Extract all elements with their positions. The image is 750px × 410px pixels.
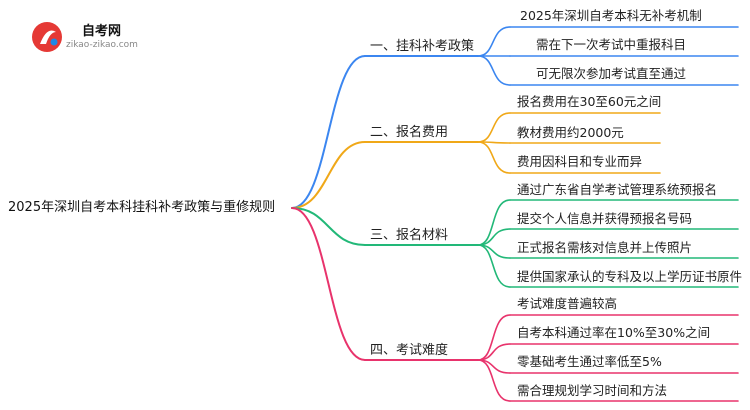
- connector-root-to-materials: [291, 207, 366, 246]
- leaf-materials-1: 通过广东省自学考试管理系统预报名: [517, 182, 718, 197]
- leaf-materials-4: 提供国家承认的专科及以上学历证书原件: [517, 269, 743, 284]
- leaf-difficulty-1: 考试难度普遍较高: [517, 296, 618, 311]
- connector-policy-leaf-1: [477, 26, 511, 57]
- leaf-difficulty-3: 零基础考生通过率低至5%: [517, 354, 662, 369]
- branch-label-policy: 一、挂科补考政策: [370, 39, 475, 54]
- branch-label-materials: 三、报名材料: [370, 228, 449, 243]
- mindmap-root-label: 2025年深圳自考本科挂科补考政策与重修规则: [8, 200, 276, 215]
- connector-fees-leaf-1: [477, 112, 511, 143]
- leaf-materials-3: 正式报名需核对信息并上传照片: [517, 240, 693, 255]
- connector-root-to-fees: [291, 141, 366, 209]
- site-logo[interactable]: 自考网 zikao-zikao.com: [30, 14, 140, 58]
- leaf-fees-2: 教材费用约2000元: [517, 125, 624, 140]
- leaf-policy-3: 可无限次参加考试直至通过: [536, 66, 687, 81]
- connector-root-to-difficulty: [291, 207, 366, 361]
- connector-difficulty-leaf-1: [477, 314, 511, 361]
- leaf-fees-1: 报名费用在30至60元之间: [517, 94, 662, 109]
- leaf-policy-1: 2025年深圳自考本科无补考机制: [520, 8, 702, 23]
- leaf-difficulty-2: 自考本科通过率在10%至30%之间: [517, 325, 711, 340]
- connector-materials-leaf-1: [477, 199, 511, 246]
- connector-fees-leaf-3: [477, 141, 511, 174]
- connector-root-to-policy: [291, 55, 366, 209]
- logo-title: 自考网: [82, 24, 122, 39]
- leaf-materials-2: 提交个人信息并获得预报名号码: [517, 211, 693, 226]
- branch-label-fees: 二、报名费用: [370, 125, 449, 140]
- logo-url: zikao-zikao.com: [66, 40, 138, 50]
- leaf-difficulty-4: 需合理规划学习时间和方法: [517, 383, 668, 398]
- leaf-policy-2: 需在下一次考试中重报科目: [536, 37, 687, 52]
- connector-materials-leaf-4: [477, 244, 511, 288]
- connector-materials-leaf-2: [477, 228, 511, 246]
- connector-difficulty-leaf-4: [477, 359, 511, 402]
- logo-mark-icon: [32, 22, 62, 52]
- leaf-fees-3: 费用因科目和专业而异: [517, 154, 643, 169]
- connector-policy-leaf-3: [477, 55, 511, 86]
- branch-label-difficulty: 四、考试难度: [370, 343, 449, 358]
- connector-difficulty-leaf-2: [477, 343, 511, 361]
